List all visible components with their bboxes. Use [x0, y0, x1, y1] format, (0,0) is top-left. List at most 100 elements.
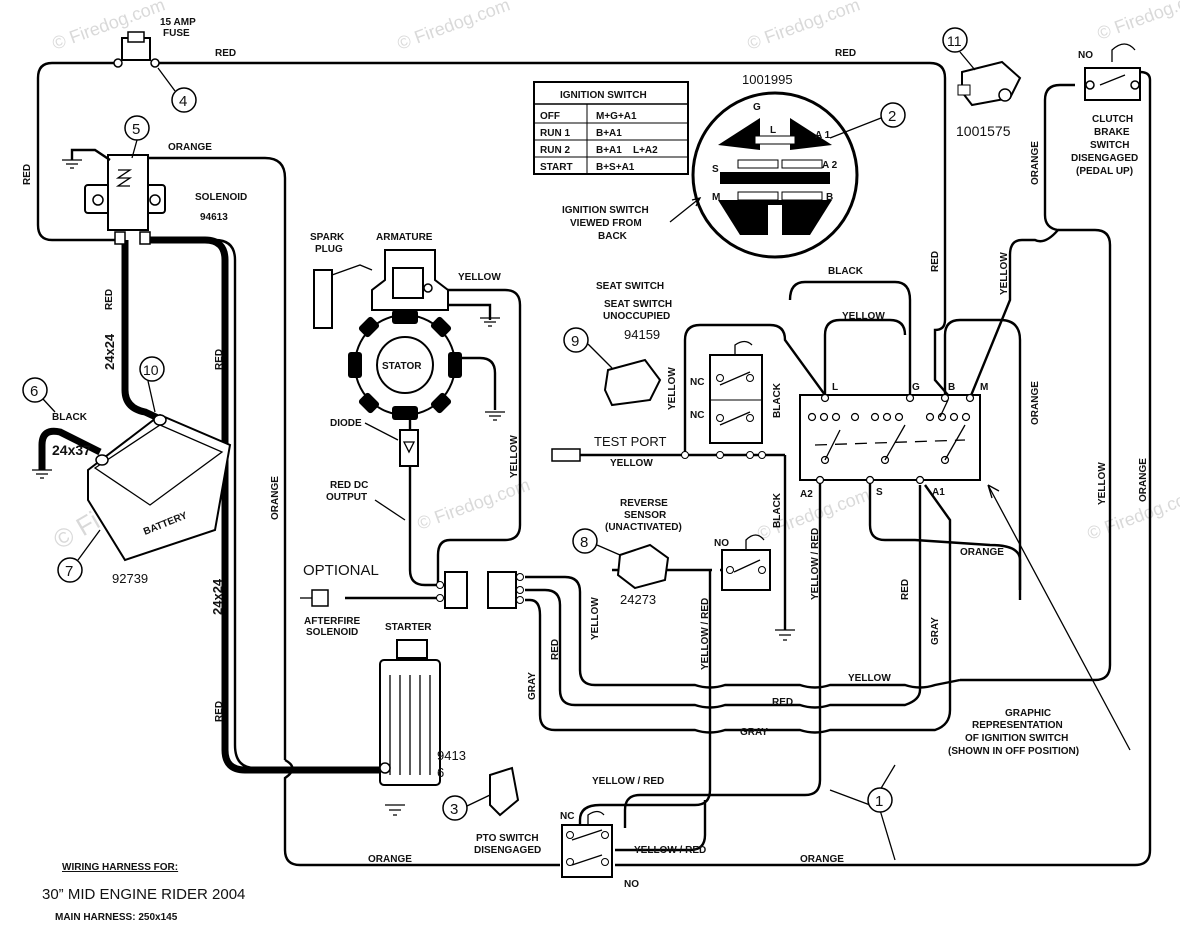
starter-part-1: 9413 — [437, 748, 466, 763]
battery-part: 92739 — [112, 571, 148, 586]
wire-label-red: RED — [550, 639, 561, 660]
fuse-label-1: 15 AMP — [160, 17, 196, 28]
graphic-rep-4: (SHOWN IN OFF POSITION) — [948, 746, 1079, 757]
wire-label-yellow-red: YELLOW / RED — [810, 528, 821, 600]
clutch-label-4: DISENGAGED — [1071, 153, 1138, 164]
ignition-table-position: RUN 2 — [540, 145, 570, 156]
clutch-label-5: (PEDAL UP) — [1076, 166, 1133, 177]
ignition-caption-1: IGNITION SWITCH — [562, 205, 649, 216]
armature-stator: STATOR ARMATURE SPARK PLUG DIODE RED DC … — [310, 232, 505, 521]
callout-8: 8 — [572, 528, 621, 556]
wire-label-orange: ORANGE — [1030, 381, 1041, 425]
armature-label: ARMATURE — [376, 232, 433, 243]
ignition-graphic: L G B M A2 S A1 — [799, 382, 1131, 751]
reverse-label-3: (UNACTIVATED) — [605, 522, 682, 533]
wires — [36, 61, 1152, 867]
terminal-m: M — [712, 192, 720, 203]
watermark: © Firedog.com — [395, 0, 513, 54]
solenoid-part: 94613 — [200, 212, 228, 223]
test-port-label: TEST PORT — [594, 434, 667, 449]
reverse-sensor: REVERSE SENSOR (UNACTIVATED) 24273 NO — [605, 498, 771, 607]
wire-label-gray: GRAY — [740, 727, 768, 738]
yellow-wire-right — [960, 228, 1112, 682]
wire-label-yellow: YELLOW — [509, 435, 520, 478]
callout-3: 3 — [442, 794, 491, 821]
svg-text:6: 6 — [30, 383, 38, 400]
graphic-rep-2: REPRESENTATION — [972, 720, 1063, 731]
clutch-label-1: CLUTCH — [1092, 114, 1133, 125]
ignition-table-circuit: B+A1 — [596, 128, 622, 139]
black-wire-ign — [788, 280, 912, 400]
red-dc-label-1: RED DC — [330, 480, 368, 491]
svg-text:1: 1 — [875, 793, 883, 810]
seat-switch-sub2: UNOCCUPIED — [603, 311, 670, 322]
battery-cable — [121, 240, 160, 422]
wire-label-red: RED — [772, 697, 793, 708]
terminal-a2: A 2 — [822, 160, 838, 171]
wire-label-yellow: YELLOW — [842, 311, 885, 322]
reverse-label-2: SENSOR — [624, 510, 667, 521]
clutch-label-2: BRAKE — [1094, 127, 1130, 138]
svg-text:4: 4 — [179, 93, 187, 110]
battery-ground — [38, 427, 102, 470]
red-wire-top — [155, 61, 949, 396]
svg-text:5: 5 — [132, 121, 140, 138]
footer-title: WIRING HARNESS FOR: — [62, 862, 178, 873]
svg-text:8: 8 — [580, 534, 588, 551]
solenoid-label: SOLENOID — [195, 192, 247, 203]
yellow-red-wire-3 — [615, 800, 707, 852]
watermark: © Firedog.com — [1095, 0, 1180, 44]
callout-1-pointer — [879, 809, 896, 861]
callout-1-pointer — [879, 764, 896, 791]
orange-wire-s — [868, 480, 1022, 600]
ign-term-m: M — [980, 382, 988, 393]
wire-label-red: RED — [22, 164, 33, 185]
wire-label-yellow: YELLOW — [999, 252, 1010, 295]
ignition-switch: 1001995 G L A 1 S A 2 M B IGNITION SWITC… — [562, 72, 859, 259]
wire-label-cable: 24x24 — [210, 578, 225, 615]
fuse: 15 AMP FUSE — [113, 17, 196, 68]
seat-switch-part: 94159 — [624, 327, 660, 342]
svg-text:7: 7 — [65, 563, 73, 580]
wire-label-yellow: YELLOW — [848, 673, 891, 684]
ignition-table-position: OFF — [540, 111, 560, 122]
yellow-wire-ign — [823, 318, 907, 400]
clutch-no: NO — [1078, 50, 1093, 61]
wire-label-black: BLACK — [828, 266, 864, 277]
ignition-table-position: START — [540, 162, 573, 173]
orange-wire-bottom-left — [283, 758, 560, 867]
orange-wire-right — [615, 70, 1152, 867]
ignition-table-title: IGNITION SWITCH — [560, 90, 647, 101]
wire-label-orange: ORANGE — [1030, 141, 1041, 185]
seat-nc-1: NC — [690, 377, 704, 388]
battery: BATTERY 92739 24x37 BLACK — [32, 412, 232, 586]
wire-label-yellow-red: YELLOW / RED — [700, 598, 711, 670]
wire-label-orange: ORANGE — [1138, 458, 1149, 502]
ignition-caption-2: VIEWED FROM — [570, 218, 642, 229]
ign-term-l: L — [832, 382, 838, 393]
seat-switch: SEAT SWITCH SEAT SWITCH UNOCCUPIED 94159… — [596, 281, 766, 459]
graphic-representation-label: GRAPHIC REPRESENTATION OF IGNITION SWITC… — [948, 708, 1079, 757]
ignition-table-circuit: B+A1 L+A2 — [596, 145, 658, 156]
fuse-label-2: FUSE — [163, 28, 190, 39]
wire-label-cable: 24x24 — [102, 333, 117, 370]
callout-1: 1 — [867, 787, 893, 813]
pto-label-2: DISENGAGED — [474, 845, 541, 856]
callout-9: 9 — [563, 327, 613, 369]
callout-7: 7 — [57, 529, 101, 583]
wire-label-yellow: YELLOW — [667, 367, 678, 410]
ignition-caption-3: BACK — [598, 231, 628, 242]
ignition-switch-part: 1001995 — [742, 72, 793, 87]
pto-no: NO — [624, 879, 639, 890]
footer-main: MAIN HARNESS: 250x145 — [55, 912, 178, 923]
wire-label-yellow-red: YELLOW / RED — [634, 845, 706, 856]
starter: STARTER 9413 6 — [379, 622, 466, 786]
pto-label-1: PTO SWITCH — [476, 833, 539, 844]
wire-label-red: RED — [835, 48, 856, 59]
ignition-table-position: RUN 1 — [540, 128, 570, 139]
ign-term-b: B — [948, 382, 955, 393]
pto-switch: PTO SWITCH DISENGAGED NC NO — [474, 766, 639, 890]
spark-label-2: PLUG — [315, 244, 343, 255]
seat-switch-title: SEAT SWITCH — [596, 281, 664, 292]
optional-label: OPTIONAL — [303, 562, 379, 579]
